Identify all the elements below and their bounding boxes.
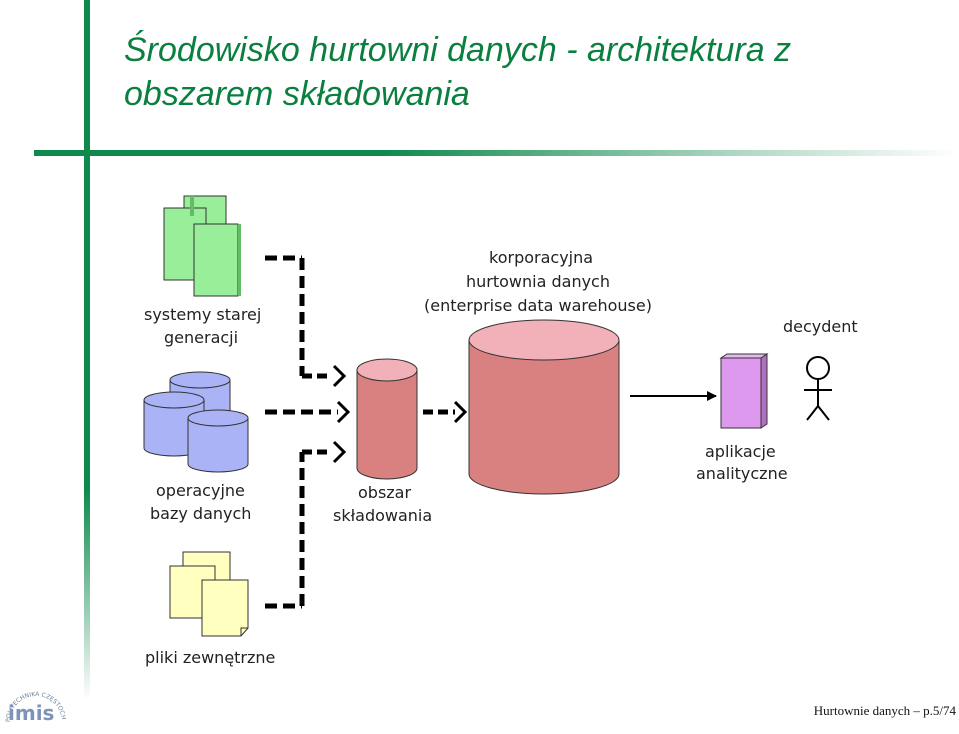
svg-text:imis: imis [8,701,54,725]
document-files-icon [169,551,249,637]
staging-area-label: obszar składowania [333,483,432,525]
staging-area-cylinder [356,358,418,480]
university-logo: POLITECHNIKA CZĘSTOCHOWSKA imis [2,686,67,725]
title-underline-bar [34,150,959,156]
operational-databases-label: operacyjne bazy danych [150,481,251,523]
data-warehouse-cylinder [468,319,620,495]
left-accent-bar [84,0,90,700]
footer-page-info: Hurtownie danych – p.5/74 [813,703,956,718]
external-files-label: pliki zewnętrzne [145,648,275,667]
decision-maker-label: decydent [783,317,858,336]
slide-title: Środowisko hurtowni danych - architektur… [124,31,792,113]
legacy-systems-icon [163,195,241,297]
warehouse-label: korporacyjna hurtownia danych (enterpris… [424,248,652,315]
analytical-apps-icon [719,353,769,429]
legacy-systems-label: systemy starej generacji [144,305,266,347]
source-connectors [265,255,468,609]
analytical-apps-label: aplikacje analityczne [696,442,788,483]
person-icon [804,356,832,421]
database-cylinders-icon [143,371,249,473]
